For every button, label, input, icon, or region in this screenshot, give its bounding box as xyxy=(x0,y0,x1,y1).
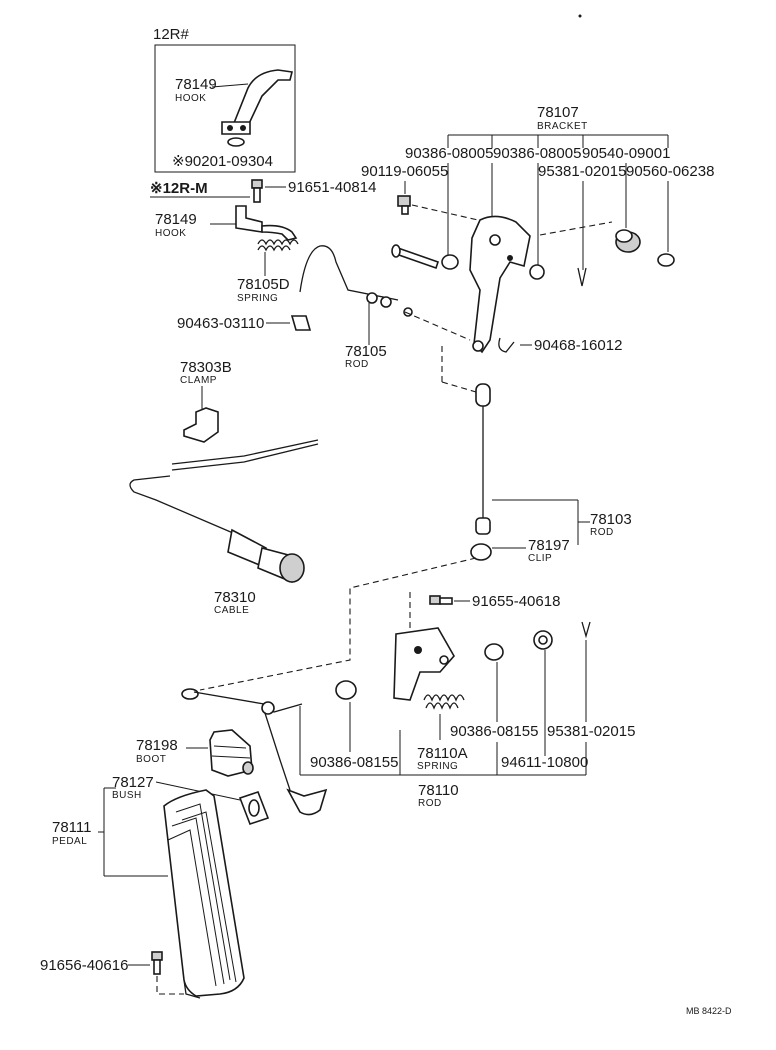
diagram-code: MB 8422-D xyxy=(686,1006,732,1016)
code-90560-06238: 90560-06238 xyxy=(626,163,714,180)
code-90386-08005-b: 90386-08005 xyxy=(493,145,581,162)
code-90386-08005-a: 90386-08005 xyxy=(405,145,493,162)
part-name-rod-78110: ROD xyxy=(418,798,442,809)
boot-icon xyxy=(209,729,254,777)
part-name-bracket: BRACKET xyxy=(537,121,588,132)
inset-note: ※90201-09304 xyxy=(172,153,273,170)
part-name-cable: CABLE xyxy=(214,605,249,616)
part-number-78149: 78149 xyxy=(155,211,197,228)
code-90540-09001: 90540-09001 xyxy=(582,145,670,162)
part-number-78105: 78105 xyxy=(345,343,387,360)
part-name-clip: CLIP xyxy=(528,553,552,564)
part-name-hook-inset: HOOK xyxy=(175,93,206,104)
bolt-91656-icon xyxy=(151,951,163,975)
cotter-pin-95381-b-icon xyxy=(581,621,591,639)
accelerator-pedal-icon xyxy=(163,789,245,999)
part-name-boot: BOOT xyxy=(136,754,166,765)
inset-12r-box: 12R# 78149 HOOK ※90201-09304 xyxy=(153,26,296,173)
part-number-78310: 78310 xyxy=(214,589,256,606)
part-number-78107: 78107 xyxy=(537,104,579,121)
bush-90386-d-icon xyxy=(484,643,504,661)
hook-icon xyxy=(235,205,298,241)
bolt-90119-icon xyxy=(397,195,411,215)
part-number-78303b: 78303B xyxy=(180,359,232,376)
cotter-pin-95381-a-icon xyxy=(577,267,587,287)
bracket-lever-icon xyxy=(469,215,531,354)
code-94611-10800: 94611-10800 xyxy=(501,754,588,771)
code-90468-16012: 90468-16012 xyxy=(534,337,622,354)
nut-90386-a-icon xyxy=(441,254,459,270)
part-number-78103: 78103 xyxy=(590,511,632,528)
part-number-78110a: 78110A xyxy=(417,745,468,762)
bush-78127-icon xyxy=(238,790,270,826)
pedal-lever-rod-icon xyxy=(181,688,328,816)
variant-label: ※12R-M xyxy=(150,180,208,197)
part-number-78198: 78198 xyxy=(136,737,178,754)
part-number-78127: 78127 xyxy=(112,774,154,791)
part-name-spring-78110a: SPRING xyxy=(417,761,458,772)
pin-icon xyxy=(394,246,440,270)
clip-78197-icon xyxy=(470,543,492,561)
pedal-bracket-icon xyxy=(393,627,455,701)
code-90463-03110: 90463-03110 xyxy=(177,315,264,332)
spring-78105d-icon xyxy=(257,239,299,252)
code-95381-02015-b: 95381-02015 xyxy=(547,723,635,740)
part-name-spring: SPRING xyxy=(237,293,278,304)
hook-inset-icon xyxy=(221,69,293,147)
part-number-78197: 78197 xyxy=(528,537,570,554)
inset-title: 12R# xyxy=(153,26,190,43)
part-name-pedal: PEDAL xyxy=(52,836,87,847)
code-90386-08155-b: 90386-08155 xyxy=(450,723,538,740)
cap-90560-icon xyxy=(657,253,675,267)
clip-90463-icon xyxy=(290,315,312,331)
cable-78310-icon xyxy=(129,439,319,583)
part-number-78105d: 78105D xyxy=(237,276,290,293)
nut-90386-b-icon xyxy=(529,264,545,280)
part-name-bush: BUSH xyxy=(112,790,142,801)
part-name-rod: ROD xyxy=(345,359,369,370)
part-number-78149-inset: 78149 xyxy=(175,76,217,93)
bolt-91655-icon xyxy=(429,595,453,605)
code-91655-40618: 91655-40618 xyxy=(472,593,560,610)
part-number-78111: 78111 xyxy=(52,819,92,836)
part-number-78110: 78110 xyxy=(418,782,459,799)
spring-78110a-icon xyxy=(423,694,465,710)
rod-78103-icon xyxy=(475,383,491,535)
clamp-icon xyxy=(183,407,219,443)
part-name-clamp: CLAMP xyxy=(180,375,217,386)
code-90119-06055: 90119-06055 xyxy=(361,163,448,180)
part-name-hook: HOOK xyxy=(155,228,186,239)
part-name-rod-78103: ROD xyxy=(590,527,614,538)
grommet-90540-icon xyxy=(615,229,641,253)
bolt-91651-icon xyxy=(251,179,263,203)
code-91656-40616: 91656-40616 xyxy=(40,957,128,974)
code-90386-08155-a: 90386-08155 xyxy=(310,754,398,771)
code-91651-40814: 91651-40814 xyxy=(288,179,376,196)
code-95381-02015-a: 95381-02015 xyxy=(538,163,626,180)
clip-90468-icon xyxy=(498,337,515,353)
bush-90386-c-icon xyxy=(335,680,357,700)
